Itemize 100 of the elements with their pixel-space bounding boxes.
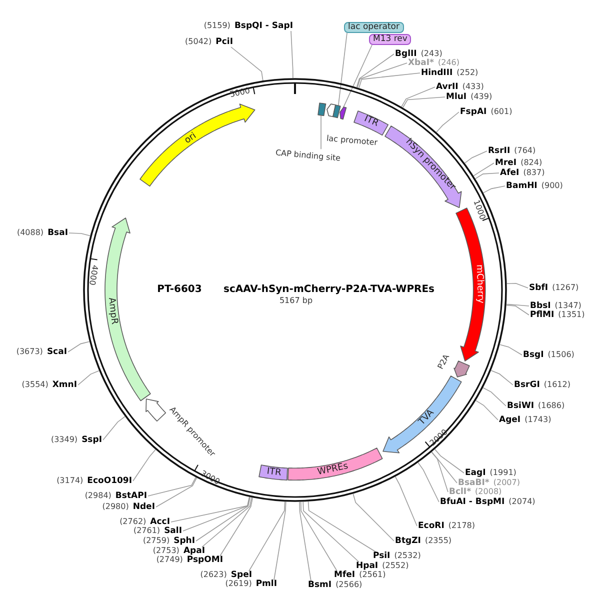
leader-line [506,304,530,316]
enzyme-name: EcoO109I [87,476,132,486]
leader-line [182,496,250,532]
site-position: (4088) [16,228,44,238]
enzyme-name: NdeI [132,502,155,512]
leader-line [394,476,418,526]
site-position: (5042) [185,37,212,47]
feature-callout: M13 rev [369,34,412,45]
enzyme-name: SbfI [529,283,548,293]
site-position: (243) [420,49,442,58]
feature-label: AmpR [106,297,118,325]
leader-line [290,30,294,78]
feature-callout: lac operator [344,22,404,33]
leader-line [320,114,322,150]
enzyme-name: BtgZI [395,536,421,546]
enzyme-name: PsiI [373,551,390,561]
leader-line [506,282,528,288]
leader-line [356,54,394,88]
site-position: (2566) [336,580,362,590]
plasmid-id: PT-6603 [157,285,202,295]
leader-line [475,172,500,180]
site-position: (3174) [56,476,84,486]
site-position: (601) [490,107,512,117]
enzyme-name: ScaI [46,347,67,357]
leader-line [132,449,156,482]
enzyme-name: BstAPI [115,491,147,501]
leader-line [401,86,436,108]
site-position: (2008) [475,487,502,497]
leader-line [202,497,252,548]
leader-line [436,112,460,133]
leader-line [308,501,376,552]
plasmid-length: 5167 bp [279,297,313,305]
leader-line [431,452,458,484]
site-position: (764) [514,146,536,156]
leader-line [358,72,420,88]
site-position: (1743) [524,415,552,425]
enzyme-name: BbsI [530,301,551,311]
feature-label: P2A [436,353,452,371]
site-position: (2623) [200,570,227,580]
enzyme-name: BclI* [449,487,472,497]
feature-label: TVA [418,408,437,428]
enzyme-name: XmnI [52,380,77,390]
leader-line [475,400,498,420]
enzyme-name: AvrII [436,82,458,92]
enzyme-name: BsrGI [514,380,540,390]
leader-line [431,452,448,492]
leader-line [220,497,254,556]
site-position: (2762) [120,517,146,526]
enzyme-name: FspAI [460,107,487,117]
enzyme-name: AfeI [500,168,520,178]
feature-label: ITR [362,115,380,130]
leader-line [300,502,338,572]
enzyme-name: EcoRI [418,521,444,531]
site-position: (1347) [554,301,582,310]
leader-line [230,46,264,81]
enzyme-name: BsiWI [507,401,534,411]
leader-line [302,501,360,562]
leader-line [482,387,506,406]
leader-line [248,501,286,572]
leader-line [68,341,90,352]
feature-label: ITR [266,467,282,478]
plasmid-name: scAAV-hSyn-mCherry-P2A-TVA-WPREs [224,285,434,295]
leader-line [102,416,126,440]
enzyme-name: BsaBI* [458,478,490,488]
leader-line [196,496,250,542]
leader-line [357,62,408,88]
enzyme-name: SspI [82,435,102,445]
leader-line [343,44,372,108]
site-position: (1991) [490,468,516,478]
leader-line [170,496,250,522]
site-position: (3349) [50,435,78,445]
site-position: (2761) [133,526,160,536]
scale-label: 4000 [88,264,99,286]
site-position: (246) [438,58,460,68]
enzyme-name: BfuAI - BspMI [440,497,505,507]
site-position: (1686) [538,401,565,411]
site-position: (3673) [16,347,43,357]
site-position: (1612) [544,380,570,390]
site-position: (2552) [382,561,409,570]
enzyme-name: MreI [495,158,517,168]
site-position: (439) [470,92,492,102]
site-position: (2980) [102,502,129,512]
enzyme-name: MluI [446,92,467,102]
site-position: (2007) [493,478,520,488]
feature-label: WPREs [317,462,350,478]
site-position: (3554) [22,380,48,390]
enzyme-name: BamHI [506,181,538,191]
leader-line [78,370,100,386]
enzyme-name: PmlI [256,579,277,589]
site-position: (824) [520,158,542,168]
site-position: (2753) [152,546,180,556]
feature-label: ori [183,131,198,146]
enzyme-name: BsmI [308,580,332,590]
enzyme-name: AccI [150,517,170,527]
site-position: (2074) [508,497,536,507]
leader-line [402,96,446,108]
site-position: (2759) [142,536,170,546]
site-position: (1351) [558,310,585,320]
scale-label: 1000 [472,198,486,221]
scale-label: 5000 [229,87,251,100]
